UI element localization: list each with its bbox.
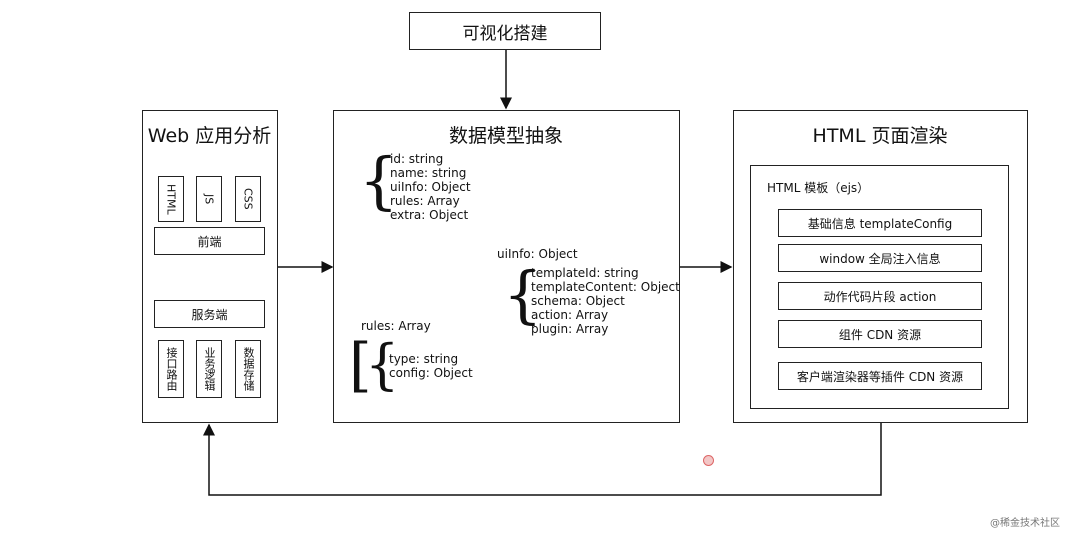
- field-schema: schema: Object: [531, 294, 625, 308]
- api-route-label: 接口路由: [165, 347, 178, 391]
- template-item-window: window 全局注入信息: [778, 244, 982, 272]
- field-template-content: templateContent: Object: [531, 280, 680, 294]
- html-template-title: HTML 模板（ejs）: [767, 181, 870, 195]
- frontend-label: 前端: [197, 234, 222, 249]
- uiinfo-brace: {: [503, 258, 543, 331]
- template-item-config: 基础信息 templateConfig: [778, 209, 982, 237]
- js-label: JS: [202, 193, 216, 205]
- cursor-dot-icon: [703, 455, 714, 466]
- field-id: id: string: [390, 152, 444, 166]
- root-fields: id: string name: string uiInfo: Object r…: [390, 152, 471, 222]
- business-logic-label: 业务逻辑: [203, 347, 216, 391]
- visual-builder-title: 可视化搭建: [462, 23, 548, 44]
- template-item-action: 动作代码片段 action: [778, 282, 982, 310]
- visual-builder-box: 可视化搭建: [409, 12, 601, 50]
- watermark: @稀金技术社区: [990, 518, 1060, 529]
- template-item-cdn: 组件 CDN 资源: [778, 320, 982, 348]
- css-label: CSS: [241, 188, 255, 210]
- rules-label: rules: Array: [361, 319, 431, 333]
- html-render-title: HTML 页面渲染: [812, 124, 948, 147]
- template-item-cdn-label: 组件 CDN 资源: [838, 327, 922, 342]
- rules-fields: type: string config: Object: [389, 352, 473, 380]
- template-item-action-label: 动作代码片段 action: [823, 289, 937, 304]
- rules-brace: {: [365, 333, 400, 396]
- field-uiinfo: uiInfo: Object: [390, 180, 471, 194]
- template-item-window-label: window 全局注入信息: [819, 251, 941, 266]
- arrow-render-back-to-web: [203, 423, 882, 496]
- template-item-plugins: 客户端渲染器等插件 CDN 资源: [778, 362, 982, 390]
- business-logic-box: 业务逻辑: [196, 340, 222, 398]
- field-extra: extra: Object: [390, 208, 469, 222]
- data-storage-label: 数据存储: [242, 347, 255, 391]
- server-box: 服务端: [154, 300, 265, 328]
- field-template-id: templateId: string: [531, 266, 639, 280]
- field-rules: rules: Array: [390, 194, 460, 208]
- data-model-box: 数据模型抽象: [333, 110, 680, 423]
- html-label: HTML: [164, 183, 178, 215]
- template-item-plugins-label: 客户端渲染器等插件 CDN 资源: [796, 369, 964, 384]
- rules-bracket: [: [349, 331, 372, 399]
- css-box: CSS: [235, 176, 261, 222]
- uiinfo-fields: templateId: string templateContent: Obje…: [531, 266, 680, 336]
- field-name: name: string: [390, 166, 467, 180]
- frontend-box: 前端: [154, 227, 265, 255]
- html-box: HTML: [158, 176, 184, 222]
- data-storage-box: 数据存储: [235, 340, 261, 398]
- template-item-config-label: 基础信息 templateConfig: [807, 216, 953, 231]
- root-brace: {: [359, 144, 399, 217]
- data-model-title: 数据模型抽象: [448, 124, 563, 147]
- uiinfo-label: uiInfo: Object: [497, 247, 578, 261]
- field-plugin: plugin: Array: [531, 322, 609, 336]
- web-analysis-title: Web 应用分析: [147, 124, 272, 147]
- server-label: 服务端: [191, 307, 228, 322]
- field-action: action: Array: [531, 308, 609, 322]
- field-type: type: string: [389, 352, 459, 366]
- api-route-box: 接口路由: [158, 340, 184, 398]
- field-config: config: Object: [389, 366, 473, 380]
- js-box: JS: [196, 176, 222, 222]
